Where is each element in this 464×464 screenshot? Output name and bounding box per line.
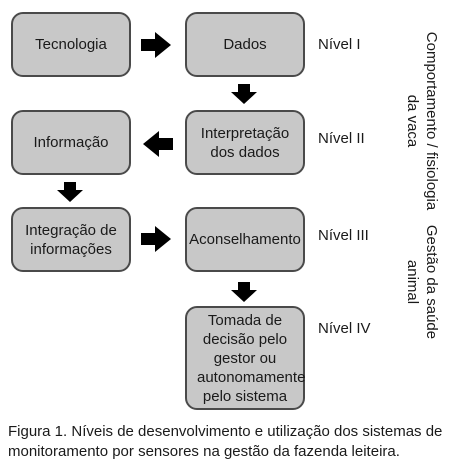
- box-integracao-label: Integração de informações: [25, 221, 117, 258]
- box-aconselhamento: Aconselhamento: [185, 207, 305, 272]
- box-tomada-de-decisao: Tomada de decisão pelo gestor ou autonom…: [185, 306, 305, 410]
- box-aconselhamento-label: Aconselhamento: [189, 231, 301, 248]
- box-interpretacao: Interpretação dos dados: [185, 110, 305, 175]
- box-interpretacao-label: Interpretação dos dados: [200, 124, 290, 161]
- arrow-down-icon: [231, 282, 257, 302]
- box-informacao: Informação: [11, 110, 131, 175]
- box-tecnologia-label: Tecnologia: [35, 36, 107, 53]
- level-label-1: Nível I: [318, 36, 361, 53]
- arrow-left-icon: [143, 131, 173, 157]
- side-label-comportamento: Comportamento / fisiologia da vaca: [404, 31, 440, 211]
- box-tecnologia: Tecnologia: [11, 12, 131, 77]
- figure-caption: Figura 1. Níveis de desenvolvimento e ut…: [8, 423, 443, 460]
- box-informacao-label: Informação: [33, 134, 109, 151]
- box-tomada-de-decisao-label: Tomada de decisão pelo gestor ou autonom…: [197, 311, 306, 405]
- arrow-right-icon: [141, 32, 171, 58]
- side-label-gestao: Gestão da saúde animal: [404, 224, 440, 340]
- arrow-down-icon: [231, 84, 257, 104]
- box-dados: Dados: [185, 12, 305, 77]
- arrow-down-icon: [57, 182, 83, 202]
- box-dados-label: Dados: [223, 36, 267, 53]
- arrow-right-icon: [141, 226, 171, 252]
- level-label-4: Nível IV: [318, 320, 371, 337]
- level-label-2: Nível II: [318, 130, 365, 147]
- box-integracao: Integração de informações: [11, 207, 131, 272]
- level-label-3: Nível III: [318, 227, 369, 244]
